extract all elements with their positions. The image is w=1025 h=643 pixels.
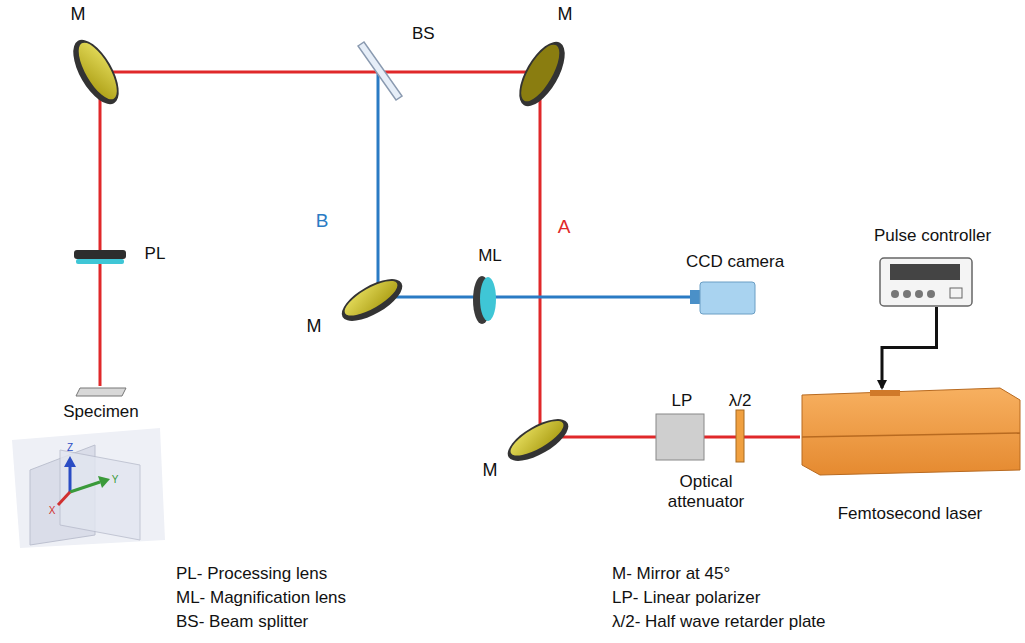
- beam-label: B: [316, 210, 329, 232]
- mirror-label: M: [558, 4, 573, 25]
- axis-label: X: [49, 505, 56, 517]
- mirror-label: M: [307, 316, 322, 337]
- part-label: LP: [672, 391, 693, 411]
- mirror: [64, 33, 128, 111]
- part-label: BS: [412, 24, 435, 44]
- legend-text: PL- Processing lens: [176, 564, 327, 584]
- part-label: PL: [145, 244, 166, 264]
- specimen: [76, 388, 126, 396]
- beam-label: A: [558, 216, 571, 238]
- mirror: [502, 411, 575, 469]
- device-label: Pulse controller: [872, 226, 993, 246]
- legend-text: LP- Linear polarizer: [612, 588, 760, 608]
- part-label: Specimen: [63, 402, 139, 422]
- mirror: [336, 271, 409, 329]
- axis-label: Y: [112, 474, 119, 486]
- part-label: λ/2: [729, 391, 752, 411]
- pulse-controller: [880, 258, 972, 306]
- axis-label: Z: [67, 442, 73, 454]
- legend-text: M- Mirror at 45°: [612, 564, 730, 584]
- part-label: ML: [478, 246, 502, 266]
- magnification-lens: [473, 276, 496, 324]
- legend-text: BS- Beam splitter: [176, 612, 308, 632]
- ccd-camera: [690, 282, 755, 314]
- legend-text: ML- Magnification lens: [176, 588, 346, 608]
- controller-node: Pulse controller: [872, 226, 993, 307]
- beam-blue: [378, 72, 692, 297]
- mirror: [510, 35, 574, 113]
- part-label: Optical attenuator: [658, 472, 754, 511]
- linear-polarizer: [656, 414, 704, 460]
- beam-splitter: [358, 42, 402, 100]
- coordinate-axes: [12, 428, 165, 548]
- mirror-label: M: [71, 4, 86, 25]
- part-label: CCD camera: [686, 252, 784, 272]
- device-label: Femtosecond laser: [798, 504, 1022, 524]
- legend-text: λ/2- Half wave retarder plate: [612, 612, 826, 632]
- femtosecond-laser: [802, 388, 1020, 475]
- processing-lens: [74, 250, 126, 264]
- laser-node: Femtosecond laser: [798, 388, 1022, 524]
- beam-red: [100, 72, 800, 437]
- mirror-label: M: [483, 460, 498, 481]
- control-signal-arrow: [882, 307, 937, 388]
- half-wave-plate: [736, 410, 744, 462]
